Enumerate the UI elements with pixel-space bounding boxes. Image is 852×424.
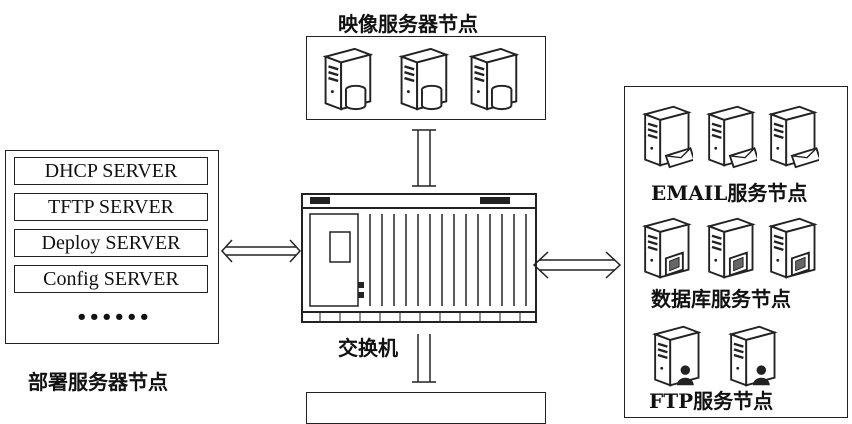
db-server-3 [761, 215, 819, 281]
connector-deploy-to-switch [220, 239, 302, 263]
ftp-server-2 [721, 323, 779, 389]
connector-switch-to-services [532, 251, 622, 279]
db-server-2 [699, 215, 757, 281]
email-server-1 [635, 103, 693, 169]
switch-label: 交换机 [338, 336, 398, 360]
service-nodes-box: EMAIL服务节点 数据库服务节点 FTP服务节点 [624, 86, 848, 418]
video-server-2 [391, 45, 451, 113]
connector-top-to-switch [412, 129, 436, 187]
connector-switch-to-bottom [412, 334, 436, 383]
video-server-3 [461, 45, 521, 113]
video-server-1 [315, 45, 375, 113]
ftp-server-1 [645, 323, 703, 389]
email-server-2 [699, 103, 757, 169]
video-server-node-label: 映像服务器节点 [338, 12, 478, 36]
email-service-node-label: EMAIL服务节点 [651, 181, 808, 205]
db-server-1 [635, 215, 693, 281]
switch-chassis [301, 193, 537, 323]
deploy-server-node-label: 部署服务器节点 [28, 370, 168, 394]
bottom-node-box [306, 392, 546, 424]
config-server-box: Config SERVER [14, 265, 208, 293]
email-server-3 [761, 103, 819, 169]
deploy-server-node-box: DHCP SERVER TFTP SERVER Deploy SERVER Co… [5, 150, 219, 344]
deploy-server-box: Deploy SERVER [14, 229, 208, 257]
dhcp-server-box: DHCP SERVER [14, 157, 208, 185]
more-servers-ellipsis: •••••• [76, 307, 152, 328]
video-server-node-box [306, 36, 546, 120]
db-service-node-label: 数据库服务节点 [651, 287, 791, 311]
tftp-server-box: TFTP SERVER [14, 193, 208, 221]
